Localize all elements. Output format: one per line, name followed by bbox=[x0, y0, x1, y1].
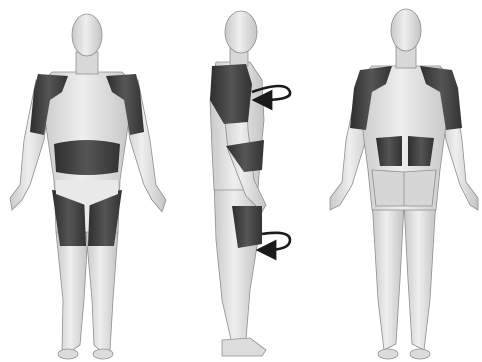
side-leg bbox=[214, 180, 258, 344]
back-right-lower-back-pad bbox=[408, 136, 434, 166]
back-left-leg bbox=[372, 200, 404, 350]
front-head bbox=[72, 14, 102, 56]
front-right-leg bbox=[86, 232, 118, 352]
rotation-arrow-lower bbox=[262, 233, 290, 250]
back-right-foot bbox=[410, 349, 430, 359]
back-head bbox=[391, 9, 421, 51]
back-left-lower-back-pad bbox=[376, 136, 402, 166]
side-view-figure bbox=[210, 11, 266, 356]
back-view-figure bbox=[330, 9, 478, 359]
back-left-foot bbox=[378, 349, 398, 359]
front-right-foot bbox=[93, 349, 113, 359]
front-left-leg bbox=[56, 232, 88, 352]
back-right-leg bbox=[404, 200, 436, 350]
back-buttocks bbox=[372, 170, 436, 206]
front-abdomen-pad bbox=[54, 140, 120, 175]
front-left-foot bbox=[58, 349, 78, 359]
side-foot bbox=[222, 338, 266, 356]
side-head bbox=[225, 11, 257, 53]
